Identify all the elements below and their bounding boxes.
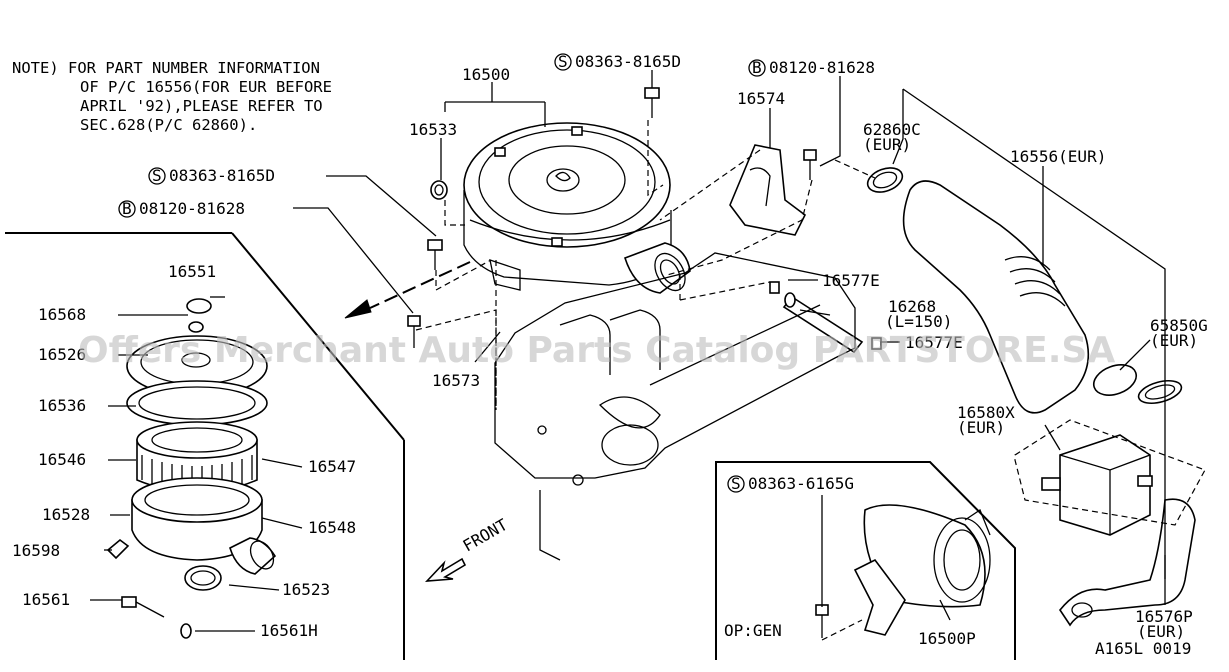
label-65850g: 65850G (1150, 316, 1208, 335)
note-block: NOTE) FOR PART NUMBER INFORMATION OF P/C… (12, 59, 332, 134)
label-16546: 16546 (38, 450, 86, 469)
option-box-frame (715, 461, 1016, 660)
prefix-s-left: S (152, 166, 162, 185)
label-16556: 16556(EUR) (1010, 147, 1106, 166)
option-16500p (815, 504, 991, 638)
label-16568: 16568 (38, 305, 86, 324)
label-16547: 16547 (308, 457, 356, 476)
label-65850g-eur: (EUR) (1150, 331, 1198, 350)
bolt-left (427, 239, 443, 270)
label-16500p: 16500P (918, 629, 976, 648)
diagram-code: A165L 0019 (1095, 639, 1191, 658)
label-16598: 16598 (12, 541, 60, 560)
label-16523: 16523 (282, 580, 330, 599)
duct-hose-16556 (902, 180, 1138, 414)
label-08120-81628-top: 08120-81628 (769, 58, 875, 77)
label-16536: 16536 (38, 396, 86, 415)
bolt-left-2 (407, 315, 421, 348)
label-16548: 16548 (308, 518, 356, 537)
label-16577e-b: 16577E (905, 333, 963, 352)
leader-lines (90, 70, 1166, 632)
bracket-16574 (729, 144, 817, 236)
label-16577e-a: 16577E (822, 271, 880, 290)
label-16574: 16574 (737, 89, 785, 108)
exploded-pointer-arrow (344, 261, 471, 319)
watermark: Offers Merchant Auto Parts Catalog PARTS… (78, 330, 1115, 371)
label-16561: 16561 (22, 590, 70, 609)
resonator-16580x (1041, 434, 1196, 627)
front-arrow: FRONT (424, 515, 512, 582)
clamp-62860c (866, 167, 904, 193)
front-label: FRONT (460, 515, 512, 556)
label-16500: 16500 (462, 65, 510, 84)
label-16580x: 16580X (957, 403, 1015, 422)
grommet-16533 (430, 180, 448, 200)
label-16268-length: (L=150) (885, 312, 952, 331)
prefix-b-left: B (122, 199, 132, 218)
callout-labels: 16500 16533 S 08363-8165D B 08120-81628 … (12, 52, 1208, 658)
exploded-view-frame (5, 232, 405, 660)
air-cleaner-assembly (463, 122, 691, 294)
label-62860c-eur: (EUR) (863, 135, 911, 154)
label-16551: 16551 (168, 262, 216, 281)
note-line-1: NOTE) FOR PART NUMBER INFORMATION (12, 59, 320, 77)
prefix-s-box: S (731, 474, 741, 493)
label-16526: 16526 (38, 345, 86, 364)
label-62860c: 62860C (863, 120, 921, 139)
note-line-2: OF P/C 16556(FOR EUR BEFORE (80, 78, 332, 96)
exploded-components (106, 298, 277, 639)
prefix-s-top: S (558, 52, 568, 71)
label-08363-8165d-top: 08363-8165D (575, 52, 681, 71)
label-08363-6165g: 08363-6165G (748, 474, 854, 493)
prefix-b-top: B (752, 58, 762, 77)
clamp-65850g (1137, 379, 1183, 405)
engine-outline (494, 252, 856, 561)
note-line-4: SEC.628(P/C 62860). (80, 116, 257, 134)
label-16576p: 16576P (1135, 607, 1193, 626)
label-16580x-eur: (EUR) (957, 418, 1005, 437)
label-option-gen: OP:GEN (724, 621, 782, 640)
bolt-top (644, 87, 660, 118)
label-16576p-eur: (EUR) (1137, 622, 1185, 641)
label-16533: 16533 (409, 120, 457, 139)
label-08120-81628-left: 08120-81628 (139, 199, 245, 218)
label-08363-8165d-left: 08363-8165D (169, 166, 275, 185)
label-16573: 16573 (432, 371, 480, 390)
label-16561h: 16561H (260, 621, 318, 640)
label-16528: 16528 (42, 505, 90, 524)
label-16268: 16268 (888, 297, 936, 316)
note-line-3: APRIL '92),PLEASE REFER TO (80, 97, 323, 115)
assembly-dash-lines (415, 120, 1206, 641)
